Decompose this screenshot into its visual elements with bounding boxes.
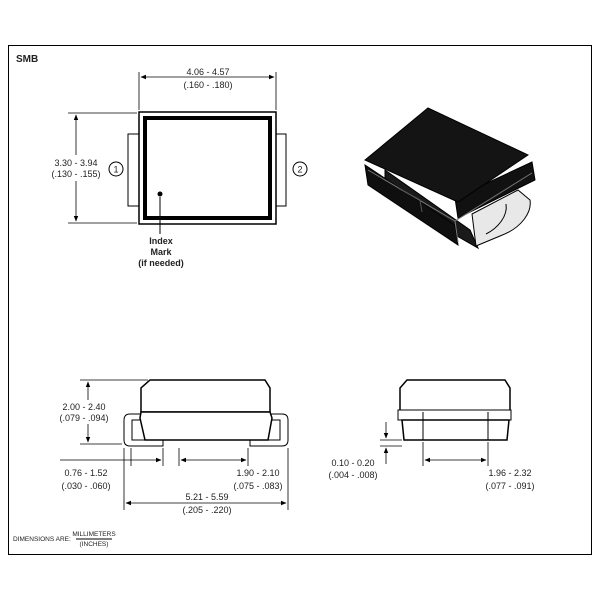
end-body — [399, 379, 511, 413]
top-height-in: (.130 - .155) — [51, 169, 100, 179]
side-body — [140, 379, 271, 413]
top-view: Index Mark (if needed) 1 2 4.06 - 4.57 (… — [51, 67, 308, 268]
pin1-label: 1 — [113, 165, 118, 175]
side-overall-in: (.205 - .220) — [182, 505, 231, 515]
top-height-mm: 3.30 - 3.94 — [54, 158, 97, 168]
end-thick-in: (.004 - .008) — [328, 470, 377, 480]
side-pad-in: (.075 - .083) — [233, 481, 282, 491]
side-left-lead — [123, 413, 164, 447]
pin2-marker — [292, 161, 308, 177]
end-width-in: (.077 - .091) — [485, 481, 534, 491]
left-lead — [127, 133, 141, 207]
top-width-in: (.160 - .180) — [183, 80, 232, 90]
pin1-marker — [108, 161, 124, 177]
side-view: 2.00 - 2.40 (.079 - .094) 0.76 - 1.52 (.… — [59, 379, 289, 515]
end-thick-mm: 0.10 - 0.20 — [331, 458, 374, 468]
end-view: 0.10 - 0.20 (.004 - .008) 1.96 - 2.32 (.… — [328, 379, 535, 491]
side-pad-mm: 1.90 - 2.10 — [236, 468, 279, 478]
units-prefix: DIMENSIONS ARE: — [13, 536, 71, 543]
units-legend: DIMENSIONS ARE: MILLIMETERS (INCHES) — [13, 531, 116, 548]
if-needed-label: (if needed) — [138, 258, 184, 268]
drawing-frame — [8, 45, 592, 555]
units-denominator: (INCHES) — [80, 541, 109, 548]
package-name: SMB — [16, 54, 38, 65]
end-width-mm: 1.96 - 2.32 — [488, 468, 531, 478]
isometric-view — [364, 107, 536, 250]
mark-label: Mark — [150, 247, 172, 257]
iso-top — [364, 107, 530, 203]
end-lead — [397, 409, 512, 421]
iso-lead — [471, 189, 531, 247]
side-height-mm: 2.00 - 2.40 — [62, 402, 105, 412]
top-body-mold — [143, 116, 272, 220]
pin2-label: 2 — [297, 165, 302, 175]
side-lead-mm: 0.76 - 1.52 — [64, 468, 107, 478]
side-right-lead — [249, 413, 289, 447]
units-numerator: MILLIMETERS — [72, 531, 116, 538]
side-lead-in: (.030 - .060) — [61, 481, 110, 491]
index-mark-dot — [157, 191, 163, 197]
top-width-mm: 4.06 - 4.57 — [186, 67, 229, 77]
index-label: Index — [149, 236, 173, 246]
side-height-in: (.079 - .094) — [59, 413, 108, 423]
side-overall-mm: 5.21 - 5.59 — [185, 492, 228, 502]
